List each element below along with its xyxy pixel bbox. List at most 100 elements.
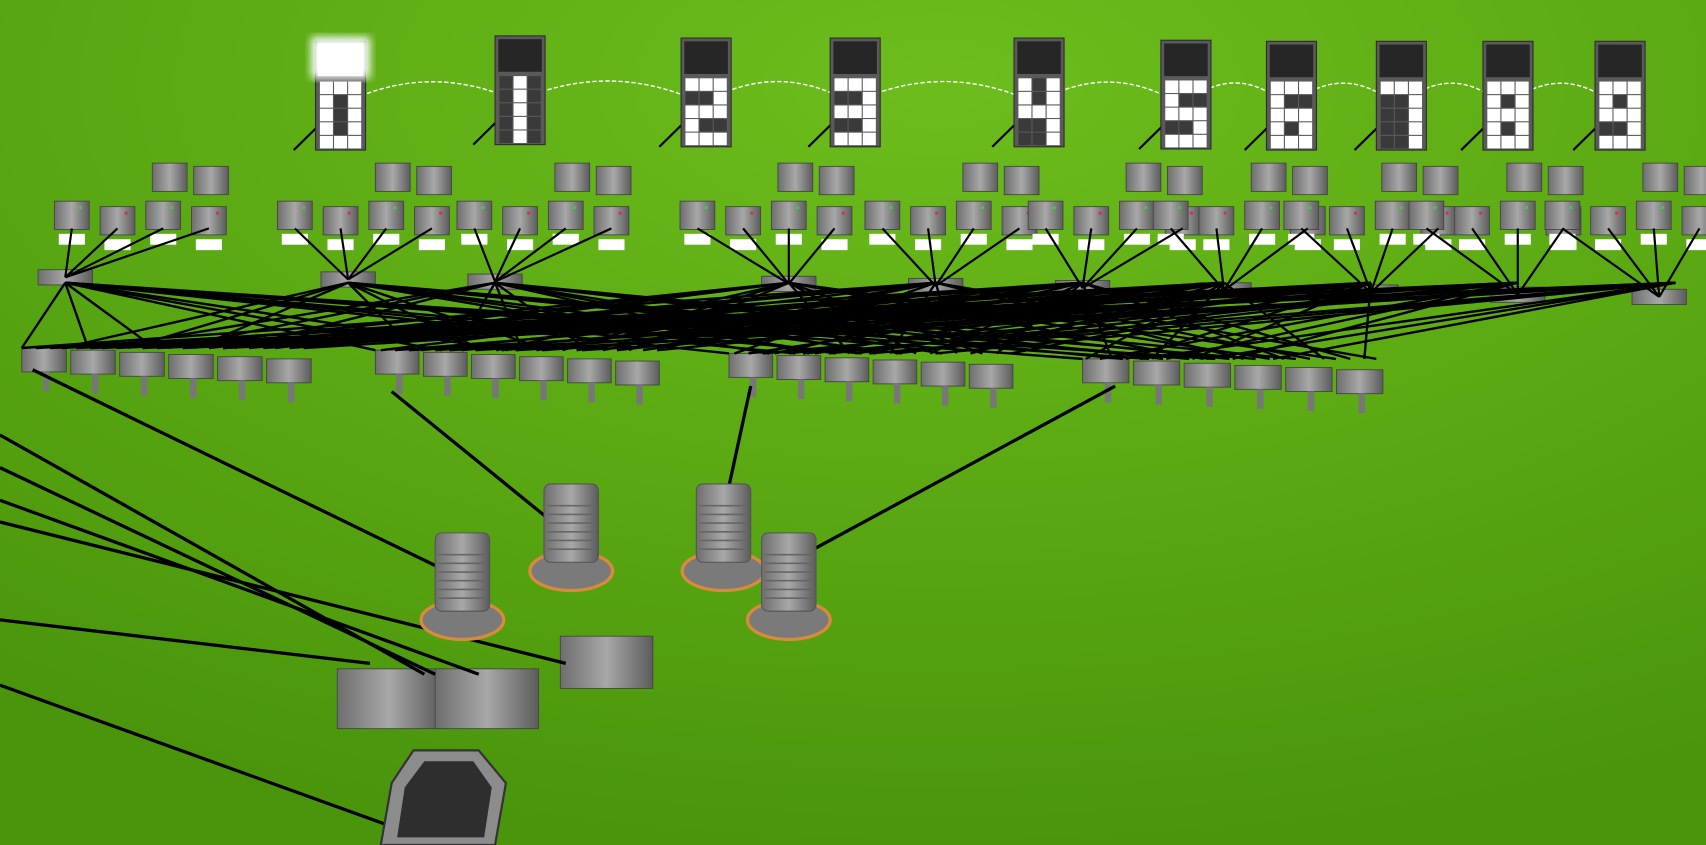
logic-gate-bank: [434, 668, 540, 730]
gate-body: [336, 668, 442, 730]
wire: [1169, 227, 1225, 292]
pixel-lit: [319, 108, 333, 122]
gate-body: [1285, 367, 1333, 392]
wire: [582, 281, 1676, 352]
status-led: [393, 206, 397, 210]
pixel-off: [1165, 121, 1179, 134]
digit-display-2: [680, 37, 732, 148]
pixel-lit: [334, 135, 348, 149]
output-lamp: [730, 239, 757, 251]
and-gate: [615, 360, 660, 386]
pixel-off: [499, 89, 513, 103]
gate-leg: [287, 382, 295, 403]
output-lamp: [507, 239, 534, 251]
pixel-lit: [1408, 95, 1423, 108]
engine-block: [745, 532, 832, 642]
logic-computer: [99, 206, 136, 251]
and-gate: [1234, 364, 1282, 390]
pixel-lit: [1193, 80, 1207, 93]
output-lamp: [1288, 233, 1315, 245]
output-lamp: [1686, 239, 1706, 251]
wire: [1300, 227, 1372, 294]
pixel-lit: [1627, 135, 1641, 149]
gate-body: [872, 359, 918, 385]
pixel-off: [499, 76, 513, 89]
pixel-off: [834, 91, 848, 105]
and-gate: [968, 363, 1014, 389]
pixel-lit: [1284, 81, 1298, 95]
pixel-lit: [1299, 122, 1313, 135]
pixel-lit: [1515, 135, 1529, 149]
wire: [742, 227, 790, 285]
gate-body: [955, 200, 992, 230]
status-led: [1223, 211, 1227, 215]
wire: [1516, 227, 1565, 296]
output-lamp: [1249, 233, 1276, 245]
pixel-lit: [1515, 122, 1529, 135]
wire: [347, 227, 433, 281]
pixel-off: [1394, 122, 1408, 135]
pixel-lit: [834, 105, 848, 118]
pixel-lit: [834, 132, 848, 146]
gate-leg: [1358, 393, 1366, 414]
pixel-off: [1284, 122, 1298, 135]
pixel-off: [499, 116, 513, 130]
gate-body: [770, 200, 807, 230]
pixel-lit: [713, 91, 727, 105]
wire: [339, 228, 350, 280]
pixel-lit: [348, 81, 362, 95]
pixel-lit: [1046, 91, 1060, 105]
wire: [20, 282, 67, 349]
pixel-off: [848, 119, 862, 132]
gate-body: [277, 200, 313, 230]
gate-body: [119, 351, 165, 377]
status-led: [78, 206, 83, 210]
gate-body: [776, 355, 822, 380]
pixel-off: [499, 130, 513, 144]
status-led: [1524, 206, 1529, 210]
gate-leg: [845, 381, 853, 402]
pixel-lit: [1284, 108, 1298, 122]
pixel-lit: [1394, 81, 1408, 95]
gate-body: [1125, 162, 1162, 192]
digit-display-0: [311, 36, 370, 151]
gate-leg: [893, 383, 901, 404]
wire: [0, 466, 436, 676]
gate-body: [864, 200, 901, 230]
gate-body: [818, 165, 855, 196]
status-led: [1098, 211, 1102, 215]
pixel-lit: [1627, 108, 1641, 122]
wire: [935, 227, 1021, 287]
pixel-lit: [862, 132, 876, 146]
logic-computer: [1642, 162, 1679, 192]
pixel-off: [1032, 132, 1046, 146]
gate-body: [422, 351, 468, 377]
output-lamp: [195, 239, 222, 251]
wire: [881, 227, 937, 287]
gate-body: [1152, 200, 1189, 230]
pixel-off: [713, 119, 727, 132]
gate-leg: [1307, 391, 1315, 412]
pixel-lit: [1599, 135, 1613, 149]
pixel-lit: [848, 78, 862, 91]
gate-body: [368, 200, 405, 230]
output-lamp: [960, 233, 987, 245]
logic-computer: [1152, 200, 1189, 245]
pixel-lit: [862, 78, 876, 91]
pixel-lit: [699, 132, 713, 146]
wire: [494, 227, 567, 283]
status-led: [1479, 211, 1483, 215]
pixel-lit: [513, 103, 527, 116]
pixel-off: [499, 103, 513, 116]
pixel-lit: [1270, 108, 1284, 122]
header-lamp-off: [1017, 41, 1061, 74]
gate-leg: [989, 388, 997, 408]
pixel-off: [1018, 119, 1032, 132]
digit-display-4: [1013, 37, 1065, 148]
logic-computer: [1374, 200, 1411, 245]
pixel-off: [334, 95, 348, 108]
wire: [696, 227, 790, 285]
wire: [0, 618, 371, 666]
gate-leg: [749, 377, 757, 397]
